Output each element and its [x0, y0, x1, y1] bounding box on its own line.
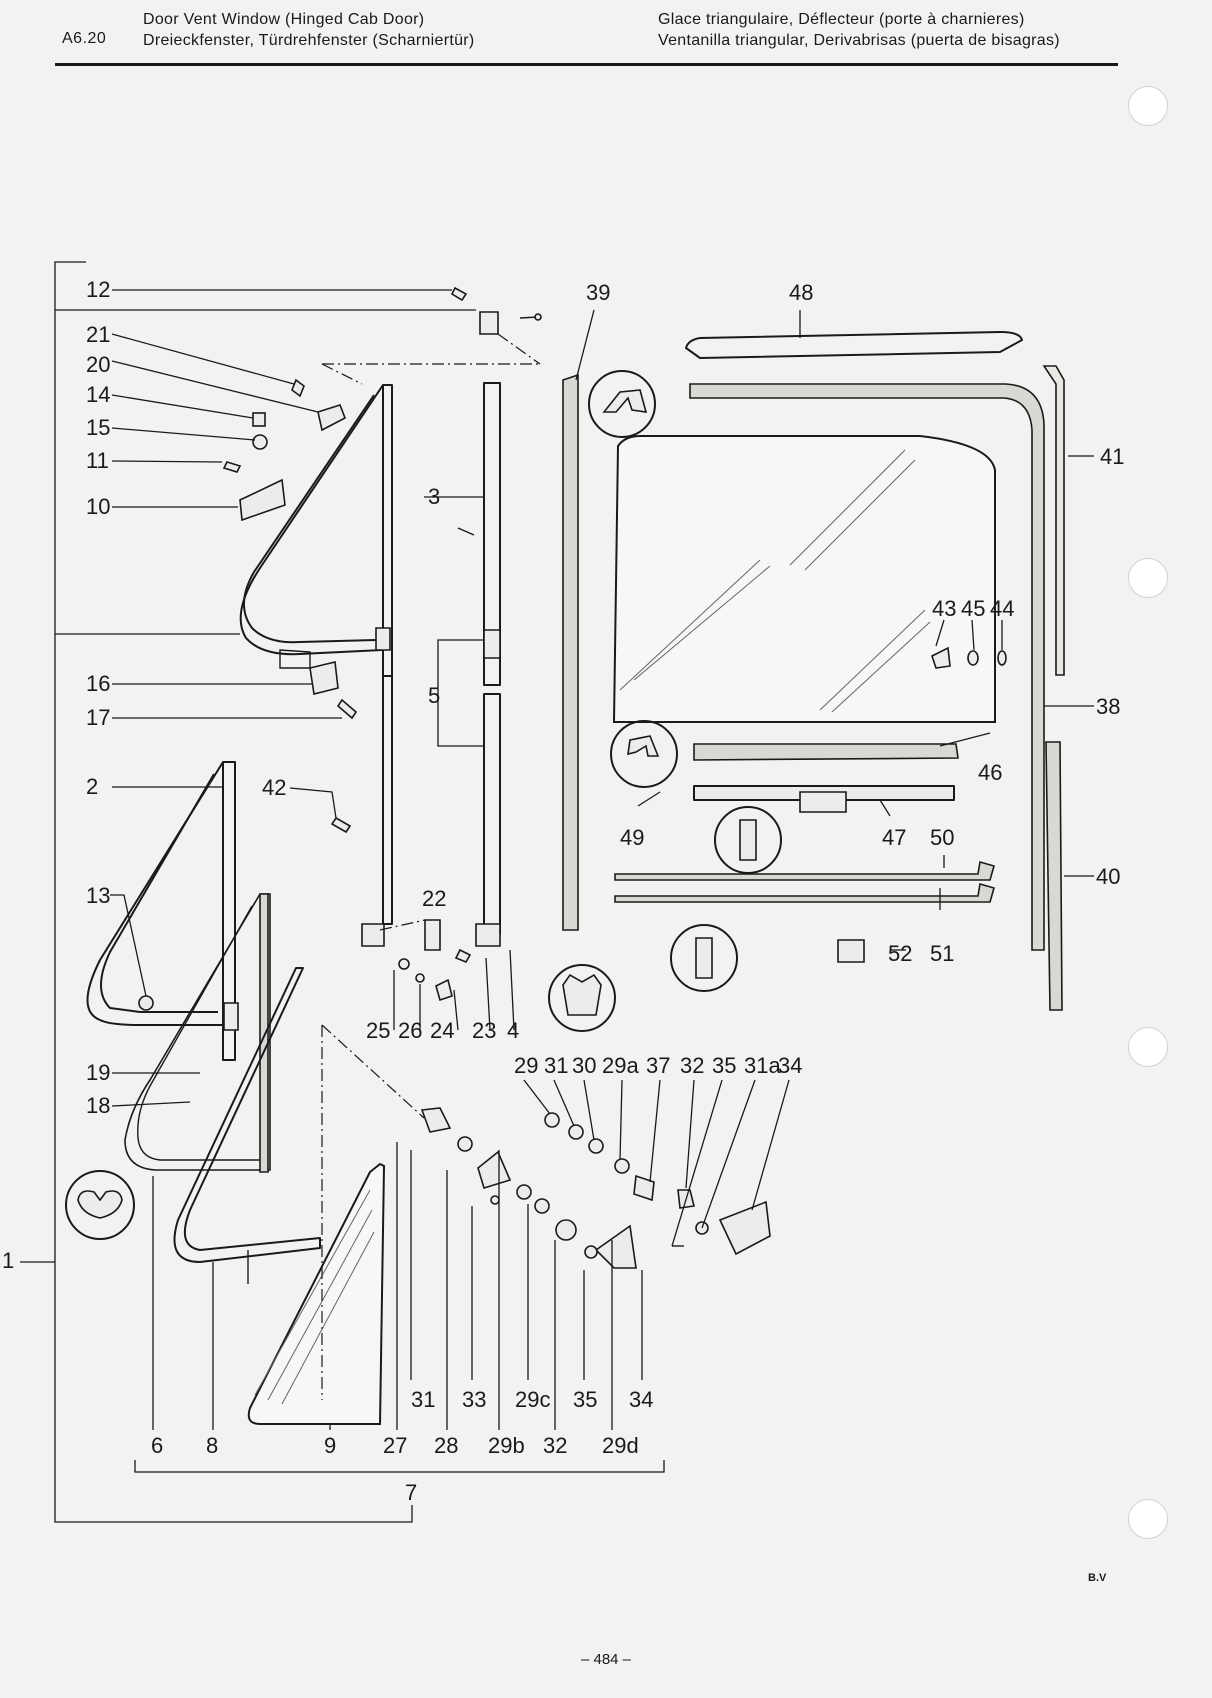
- callout-44: 44: [990, 596, 1014, 621]
- title-english: Door Vent Window (Hinged Cab Door): [143, 11, 425, 28]
- callout-38: 38: [1096, 694, 1120, 719]
- callout-15: 15: [86, 415, 110, 440]
- callout-34-bottom: 34: [629, 1387, 653, 1412]
- callout-19: 19: [86, 1060, 110, 1085]
- callout-3: 3: [428, 484, 440, 509]
- binder-hole-2: [1128, 558, 1168, 598]
- callout-26: 26: [398, 1018, 422, 1043]
- callout-17: 17: [86, 705, 110, 730]
- vent-glass: [247, 1162, 386, 1425]
- alignment-lines: [321, 333, 541, 1400]
- callout-29d: 29d: [602, 1433, 639, 1458]
- callout-5: 5: [428, 683, 440, 708]
- vent-seal: [124, 893, 271, 1173]
- callout-29: 29: [514, 1053, 538, 1078]
- callout-25: 25: [366, 1018, 390, 1043]
- callout-31a: 31a: [744, 1053, 781, 1078]
- callout-23: 23: [472, 1018, 496, 1043]
- header-rule: [55, 63, 1118, 66]
- callout-31-bottom: 31: [411, 1387, 435, 1412]
- callout-40: 40: [1096, 864, 1120, 889]
- callout-24: 24: [430, 1018, 454, 1043]
- callout-35-bottom: 35: [573, 1387, 597, 1412]
- callout-7: 7: [405, 1480, 417, 1505]
- header-titles-right: Glace triangulaire, Déflecteur (porte à …: [658, 9, 1060, 51]
- glass-reflection-hatching: [619, 449, 931, 713]
- callout-45: 45: [961, 596, 985, 621]
- callout-13: 13: [86, 883, 110, 908]
- callout-22: 22: [422, 886, 446, 911]
- callout-51: 51: [930, 941, 954, 966]
- title-spanish: Ventanilla triangular, Derivabrisas (pue…: [658, 32, 1060, 49]
- callout-34-top: 34: [778, 1053, 802, 1078]
- callout-31-top: 31: [544, 1053, 568, 1078]
- vent-frame-lower: [86, 761, 239, 1061]
- callout-20: 20: [86, 352, 110, 377]
- binder-hole-1: [1128, 86, 1168, 126]
- page-number: – 484 –: [580, 1651, 632, 1668]
- callout-4: 4: [507, 1018, 519, 1043]
- section-code: A6.20: [62, 30, 107, 47]
- callout-50: 50: [930, 825, 954, 850]
- callout-32-top: 32: [680, 1053, 704, 1078]
- callout-46: 46: [978, 760, 1002, 785]
- callout-21: 21: [86, 322, 110, 347]
- callout-leaders: [110, 289, 1094, 1430]
- callout-28: 28: [434, 1433, 458, 1458]
- callout-47: 47: [882, 825, 906, 850]
- fasteners-23-26: [398, 948, 472, 1002]
- guide-rail: [457, 382, 501, 947]
- callout-2: 2: [86, 774, 98, 799]
- callout-29c: 29c: [515, 1387, 550, 1412]
- binder-hole-4: [1128, 1499, 1168, 1539]
- callout-49: 49: [620, 825, 644, 850]
- callout-16: 16: [86, 671, 110, 696]
- page-header: A6.20 Door Vent Window (Hinged Cab Door)…: [0, 0, 1212, 70]
- callout-41: 41: [1100, 444, 1124, 469]
- vent-frame-upper: [239, 384, 393, 947]
- callout-30: 30: [572, 1053, 596, 1078]
- binder-hole-3: [1128, 1027, 1168, 1067]
- callout-37: 37: [646, 1053, 670, 1078]
- assembly-bracket-1: [20, 261, 665, 1523]
- callout-29a: 29a: [602, 1053, 639, 1078]
- latch-assembly: [420, 1107, 771, 1269]
- header-titles-left: Door Vent Window (Hinged Cab Door) Dreie…: [143, 9, 475, 51]
- callout-11: 11: [86, 448, 109, 473]
- callout-42: 42: [262, 775, 286, 800]
- callout-1: 1: [2, 1248, 14, 1273]
- door-window-upper: [610, 331, 1065, 1011]
- callout-33: 33: [462, 1387, 486, 1412]
- callout-10: 10: [86, 494, 110, 519]
- callout-8: 8: [206, 1433, 218, 1458]
- title-french: Glace triangulaire, Déflecteur (porte à …: [658, 11, 1025, 28]
- callout-35-top: 35: [712, 1053, 736, 1078]
- vent-channel: [173, 967, 321, 1284]
- footer-tag: B.V: [1088, 1572, 1107, 1584]
- hardware-left-group: [222, 286, 542, 834]
- callout-39: 39: [586, 280, 610, 305]
- callout-6: 6: [151, 1433, 163, 1458]
- callout-43: 43: [932, 596, 956, 621]
- title-german: Dreieckfenster, Türdrehfenster (Scharnie…: [143, 32, 475, 49]
- bracket-22: [379, 919, 441, 951]
- callout-12: 12: [86, 277, 110, 302]
- callout-14: 14: [86, 382, 110, 407]
- callout-52: 52: [888, 941, 912, 966]
- callout-32-bottom: 32: [543, 1433, 567, 1458]
- callout-29b: 29b: [488, 1433, 525, 1458]
- run-channel: [548, 370, 656, 1032]
- callout-9: 9: [324, 1433, 336, 1458]
- callout-27: 27: [383, 1433, 407, 1458]
- section-detail-lower-left: [65, 1170, 135, 1240]
- callout-labels: 1 2 3 4 5 6 7 8 9 10 11 12 13 14 15 16 1…: [2, 277, 1124, 1505]
- callout-18: 18: [86, 1093, 110, 1118]
- callout-48: 48: [789, 280, 813, 305]
